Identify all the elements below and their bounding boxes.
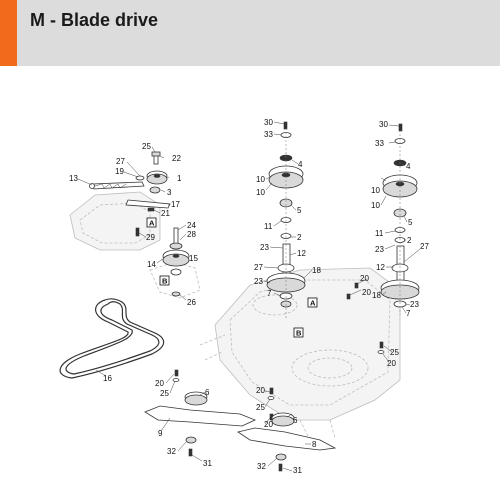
- bolt-22: [151, 151, 161, 165]
- nut-26: [171, 291, 181, 297]
- v-belt-16: [59, 298, 165, 379]
- callout: 7: [267, 289, 272, 298]
- callout: 19: [115, 167, 124, 176]
- callout: 25: [142, 142, 151, 151]
- callout: 25: [256, 403, 265, 412]
- callout: 20: [264, 420, 273, 429]
- callout: 10: [256, 188, 265, 197]
- header-bar: M - Blade drive: [0, 0, 500, 66]
- callout: 20: [362, 288, 371, 297]
- svg-text:B: B: [296, 329, 302, 338]
- svg-text:A: A: [149, 219, 155, 228]
- callout: 18: [312, 266, 321, 275]
- callout: 10: [371, 186, 380, 195]
- callout: 26: [187, 298, 196, 307]
- callout-labels: 30 33 4 10 10 5 11 2 23 12 27 18 23 7 30…: [69, 118, 429, 475]
- callout: 20: [360, 274, 369, 283]
- callout: 15: [189, 254, 198, 263]
- callout: 25: [390, 348, 399, 357]
- callout: 14: [147, 260, 156, 269]
- callout: 3: [167, 188, 172, 197]
- callout: 5: [297, 206, 302, 215]
- marker-b-1: B: [159, 275, 170, 286]
- accent-stripe: [0, 0, 17, 66]
- callout: 5: [408, 218, 413, 227]
- callout: 23: [375, 245, 384, 254]
- callout: 32: [257, 462, 266, 471]
- callout: 6: [205, 388, 210, 397]
- callout: 4: [298, 160, 303, 169]
- callout: 8: [312, 440, 317, 449]
- callout: 11: [264, 222, 273, 231]
- callout: 20: [256, 386, 265, 395]
- callout: 18: [372, 291, 381, 300]
- marker-a-1: A: [146, 217, 157, 228]
- callout: 30: [379, 120, 388, 129]
- exploded-parts-diagram: A B A B 30 33 4 10 10 5 11 2 23 12 27 18…: [59, 118, 429, 475]
- deck-bolts: [172, 282, 385, 421]
- callout: 31: [293, 466, 302, 475]
- callout: 7: [406, 309, 411, 318]
- spacer-3: [149, 186, 161, 194]
- page-title: M - Blade drive: [30, 10, 159, 30]
- callout: 31: [203, 459, 212, 468]
- callout: 23: [260, 243, 269, 252]
- callout: 20: [387, 359, 396, 368]
- callout: 6: [293, 416, 298, 425]
- callout: 16: [103, 374, 112, 383]
- callout: 27: [254, 263, 263, 272]
- blade-9: [144, 391, 257, 457]
- callout: 9: [158, 429, 163, 438]
- marker-b-2: B: [293, 327, 304, 338]
- callout: 23: [410, 300, 419, 309]
- callout: 20: [155, 379, 164, 388]
- marker-a-2: A: [307, 297, 318, 308]
- callout: 17: [171, 200, 180, 209]
- callout: 4: [406, 162, 411, 171]
- callout: 2: [297, 233, 302, 242]
- callout: 33: [264, 130, 273, 139]
- blade-8: [237, 412, 337, 472]
- callout: 25: [160, 389, 169, 398]
- callout: 33: [375, 139, 384, 148]
- callout: 27: [420, 242, 429, 251]
- pulley-14-15: [162, 227, 190, 276]
- callout: 29: [146, 233, 155, 242]
- callout: 2: [407, 236, 412, 245]
- pulley-1: [146, 170, 168, 185]
- spindle-assembly-center: [266, 121, 306, 320]
- bolt-29: [135, 227, 140, 237]
- callout: 32: [167, 447, 176, 456]
- mower-deck: [199, 267, 401, 441]
- callout: 23: [254, 277, 263, 286]
- callout: 28: [187, 230, 196, 239]
- svg-text:A: A: [310, 299, 316, 308]
- tension-lever-13: [89, 181, 145, 190]
- leader-lines: [77, 121, 421, 472]
- callout: 24: [187, 221, 196, 230]
- callout: 1: [177, 174, 182, 183]
- callout: 12: [376, 263, 385, 272]
- callout: 12: [297, 249, 306, 258]
- callout: 10: [256, 175, 265, 184]
- bracket-17: [125, 199, 171, 209]
- callout: 22: [172, 154, 181, 163]
- callout: 11: [375, 229, 384, 238]
- callout: 10: [371, 201, 380, 210]
- callout: 21: [161, 209, 170, 218]
- spindle-assembly-right: [380, 123, 420, 315]
- callout: 13: [69, 174, 78, 183]
- callout: 27: [116, 157, 125, 166]
- callout: 30: [264, 118, 273, 127]
- bolt-21: [147, 207, 155, 212]
- svg-text:B: B: [162, 277, 168, 286]
